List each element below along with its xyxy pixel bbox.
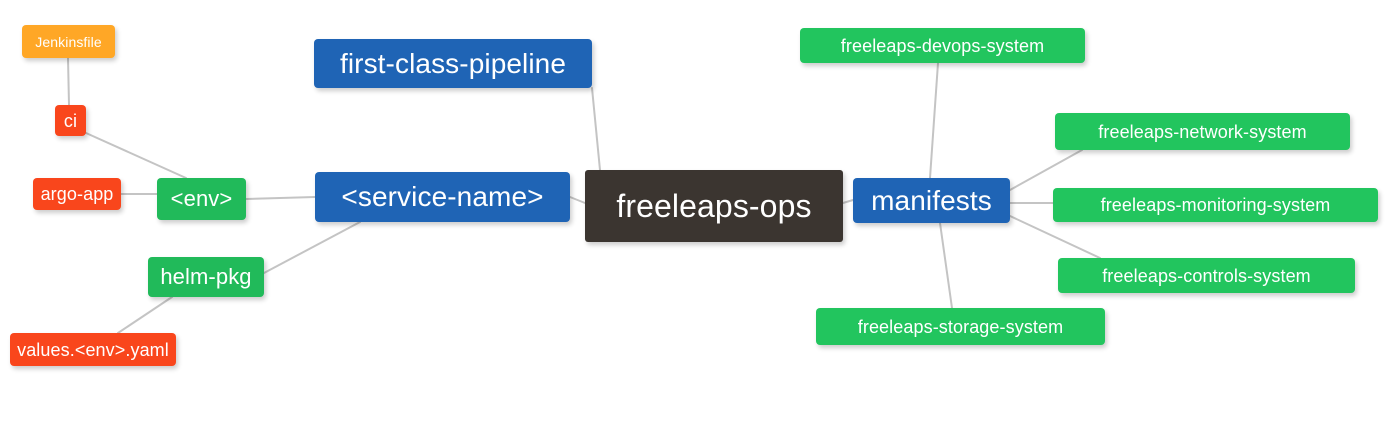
edge-root-to-manifests	[842, 199, 854, 204]
mindmap-node-ci[interactable]: ci	[55, 105, 86, 136]
edge-env-to-ci	[85, 132, 187, 179]
edge-manifests-to-storage	[939, 222, 953, 309]
mindmap-node-env[interactable]: <env>	[157, 178, 246, 220]
mindmap-node-devops[interactable]: freeleaps-devops-system	[800, 28, 1085, 63]
mindmap-node-monitoring[interactable]: freeleaps-monitoring-system	[1053, 188, 1378, 222]
edge-manifests-to-devops	[929, 62, 939, 179]
mindmap-node-controls[interactable]: freeleaps-controls-system	[1058, 258, 1355, 293]
edge-service-to-helmpkg	[263, 221, 361, 274]
mindmap-node-storage[interactable]: freeleaps-storage-system	[816, 308, 1105, 345]
mindmap-node-pipeline[interactable]: first-class-pipeline	[314, 39, 592, 88]
mindmap-node-manifests[interactable]: manifests	[853, 178, 1010, 223]
mindmap-node-jenkinsfile[interactable]: Jenkinsfile	[22, 25, 115, 58]
edge-ci-to-jenkinsfile	[67, 57, 70, 106]
mindmap-node-argoapp[interactable]: argo-app	[33, 178, 121, 210]
mindmap-node-helmpkg[interactable]: helm-pkg	[148, 257, 264, 297]
edge-service-to-env	[245, 196, 316, 200]
edge-manifests-to-controls	[1009, 215, 1101, 259]
edge-root-to-service	[569, 196, 586, 204]
mindmap-node-valuesyaml[interactable]: values.<env>.yaml	[10, 333, 176, 366]
edge-manifests-to-network	[1009, 149, 1083, 191]
mindmap-node-service[interactable]: <service-name>	[315, 172, 570, 222]
edge-root-to-pipeline	[591, 87, 601, 171]
edge-helmpkg-to-valuesyaml	[117, 296, 173, 334]
mindmap-node-root[interactable]: freeleaps-ops	[585, 170, 843, 242]
mindmap-node-network[interactable]: freeleaps-network-system	[1055, 113, 1350, 150]
